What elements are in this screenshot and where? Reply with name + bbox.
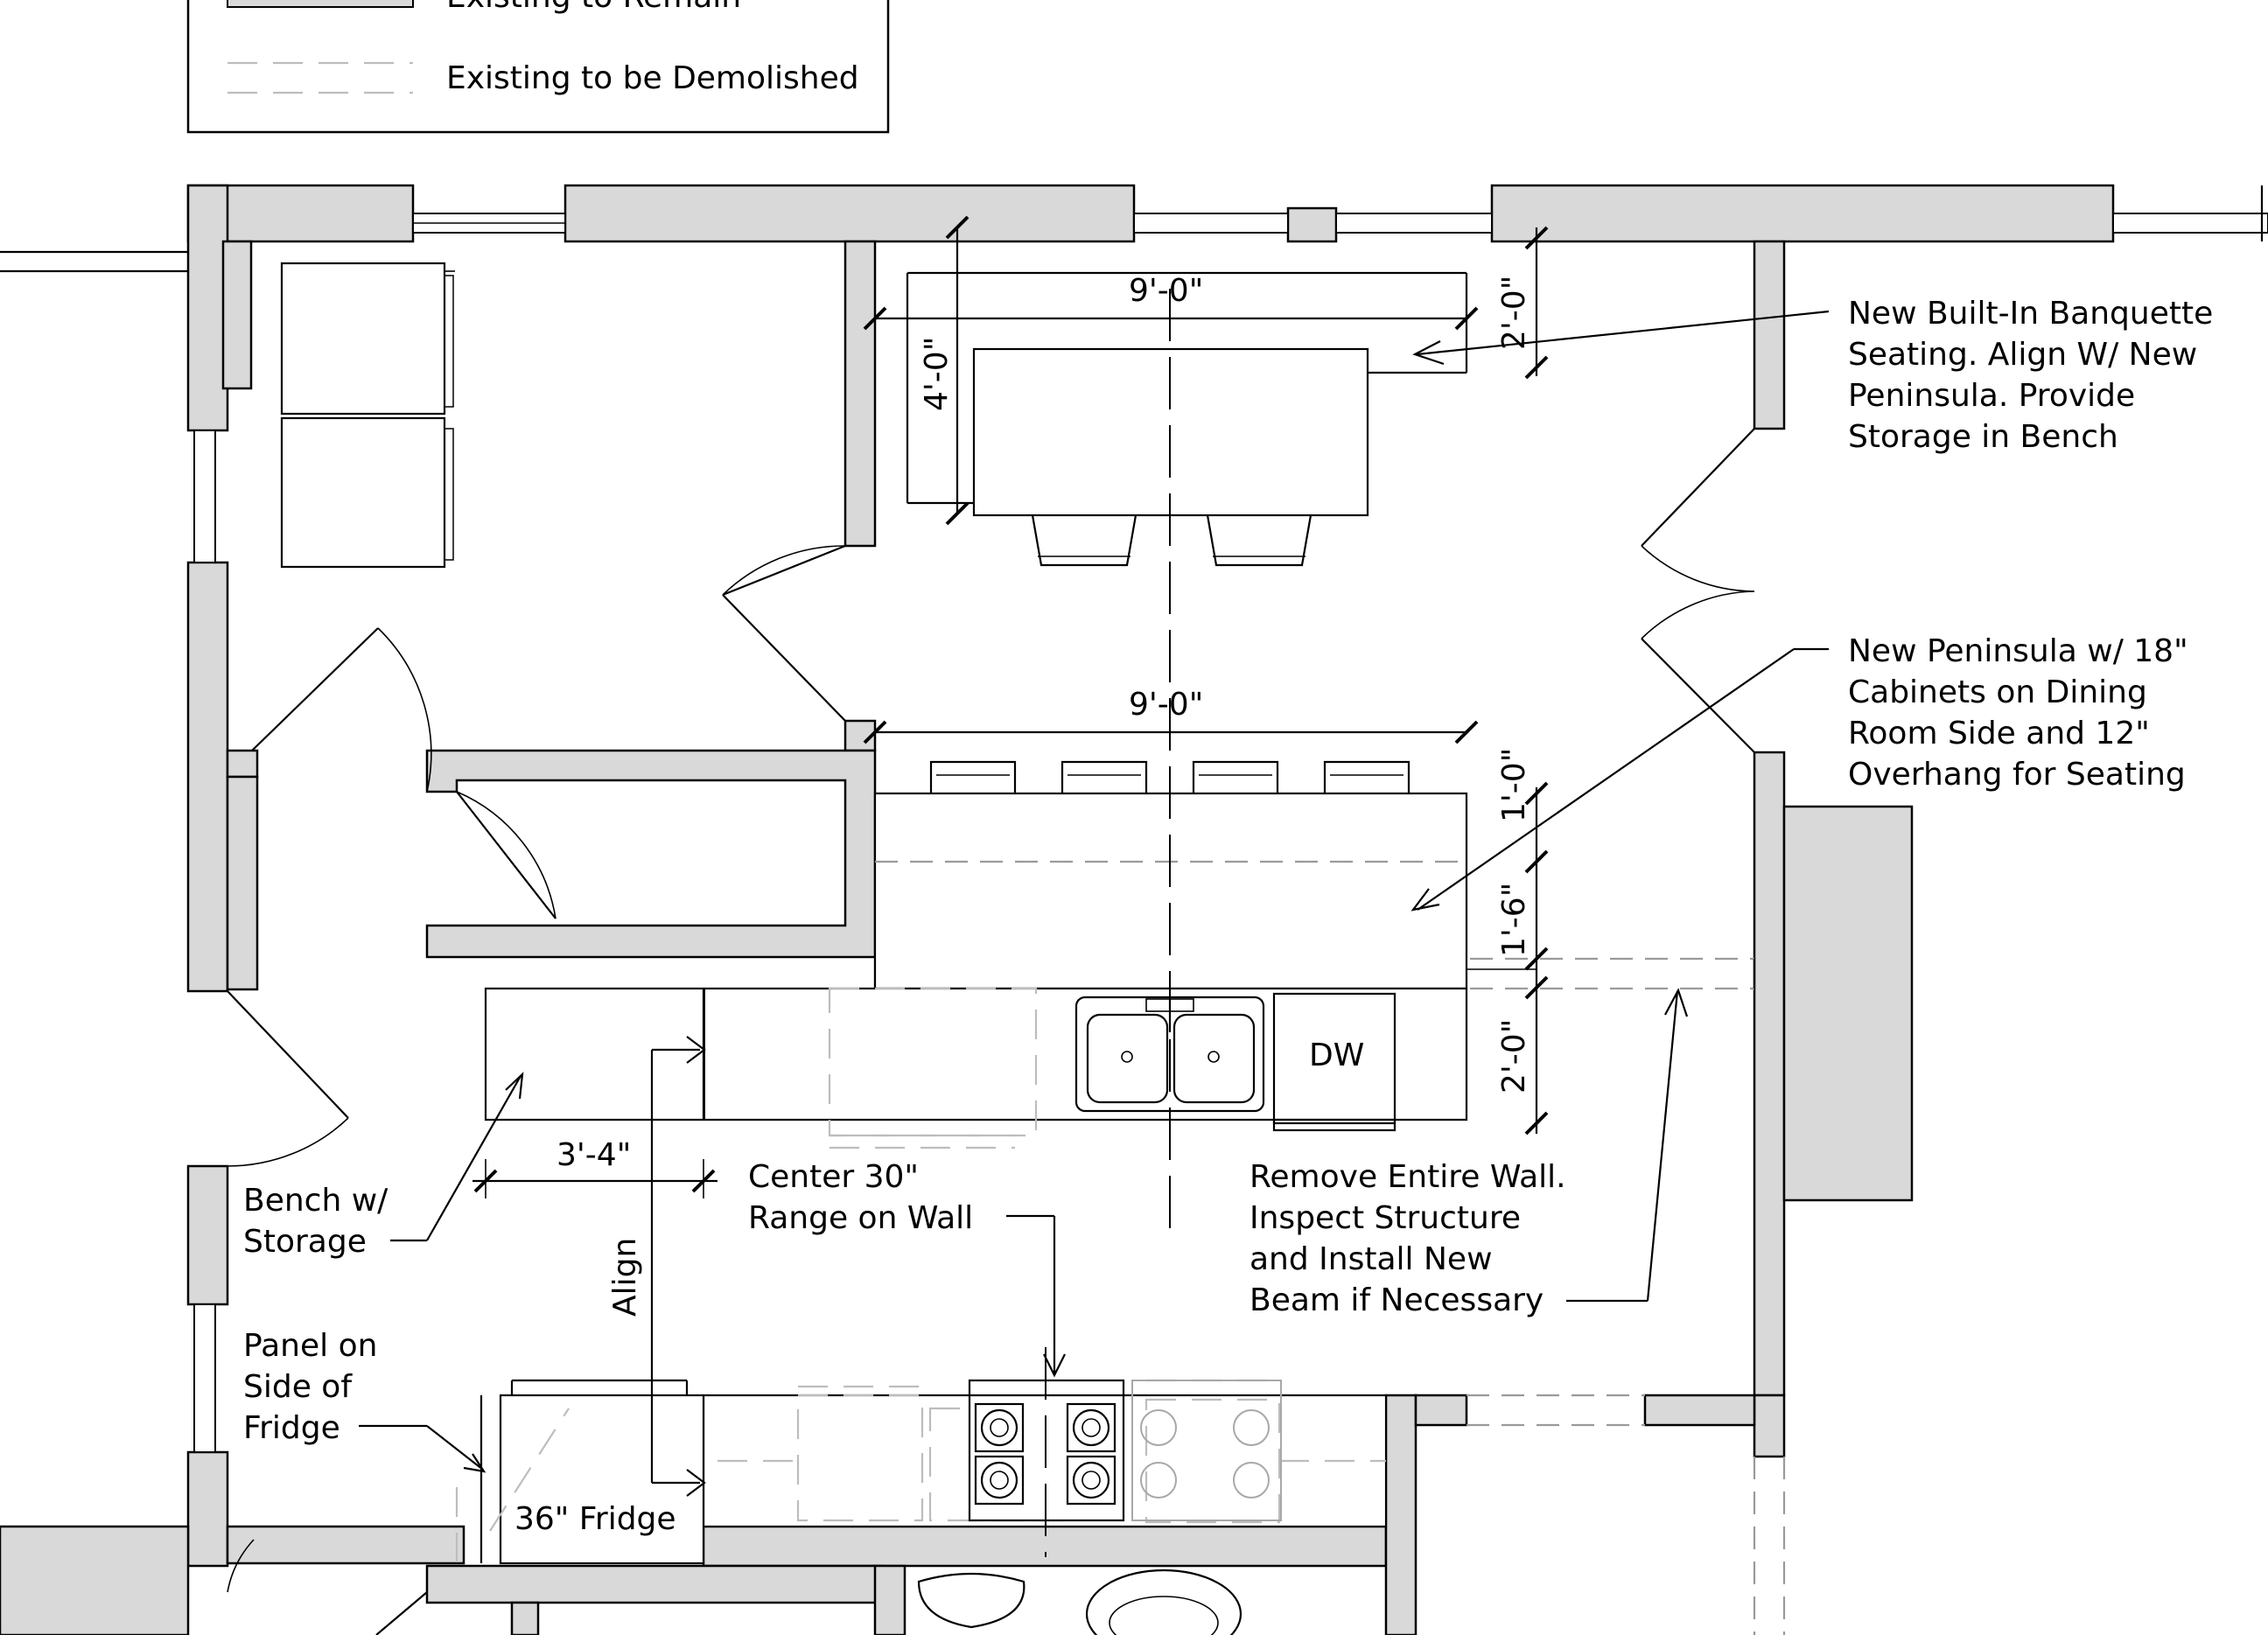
note-banquette-line: New Built-In Banquette <box>1848 296 2213 332</box>
note-remove-wall-line: and Install New <box>1250 1241 1493 1277</box>
center-lines <box>1045 289 1171 1557</box>
dim-cabinet-depth: 1'-6" <box>1496 883 1532 957</box>
dishwasher-label: DW <box>1309 1038 1364 1073</box>
sink-run: DW <box>484 987 1468 1149</box>
old-range <box>1131 1380 1282 1521</box>
peninsula <box>873 760 1468 990</box>
dim-banquette-width: 9'-0" <box>1129 273 1203 309</box>
note-peninsula-line: Cabinets on Dining <box>1848 674 2147 710</box>
note-bench: Bench w/ Storage <box>243 1183 388 1260</box>
legend-demolish-label: Existing to be Demolished <box>446 60 859 96</box>
note-peninsula-line: Room Side and 12" <box>1848 716 2150 751</box>
note-fridge-panel: Panel on Side of Fridge <box>243 1328 377 1446</box>
note-remove-wall: Remove Entire Wall. Inspect Structure an… <box>1250 1159 1566 1318</box>
note-range: Center 30" Range on Wall <box>748 1159 973 1236</box>
leaders <box>359 310 1830 1473</box>
note-bench-line: Storage <box>243 1224 367 1260</box>
bath-fixtures <box>917 1569 1242 1635</box>
note-fridge-panel-line: Fridge <box>243 1410 340 1446</box>
washer-dryer <box>280 262 455 569</box>
note-peninsula-line: New Peninsula w/ 18" <box>1848 633 2188 669</box>
note-remove-wall-line: Remove Entire Wall. <box>1250 1159 1566 1195</box>
banquette <box>906 271 1468 567</box>
walls <box>0 184 2268 1635</box>
fridge-label: 36" Fridge <box>514 1501 676 1537</box>
note-banquette: New Built-In Banquette Seating. Align W/… <box>1848 296 2213 455</box>
dim-banquette-depth: 4'-0" <box>919 337 955 411</box>
note-peninsula-line: Overhang for Seating <box>1848 757 2186 793</box>
dim-overhang: 1'-0" <box>1496 748 1532 822</box>
note-banquette-line: Seating. Align W/ New <box>1848 337 2197 373</box>
burner <box>974 1402 1116 1506</box>
legend: Existing to Remain Existing to be Demoli… <box>186 0 890 134</box>
dimensions: 9'-0" 4'-0" 2'-0" 9'-0" 1'-0" 1'-6" 2'-0… <box>472 215 1549 1497</box>
dim-peninsula-width: 9'-0" <box>1129 687 1203 723</box>
note-remove-wall-line: Beam if Necessary <box>1250 1282 1544 1318</box>
dim-bench-width: 3'-4" <box>556 1137 631 1173</box>
doors <box>227 428 1755 1635</box>
note-remove-wall-line: Inspect Structure <box>1250 1200 1521 1236</box>
note-fridge-panel-line: Panel on <box>243 1328 377 1364</box>
dim-counter-depth: 2'-0" <box>1496 1019 1532 1093</box>
note-range-line: Center 30" <box>748 1159 919 1195</box>
note-range-line: Range on Wall <box>748 1200 973 1236</box>
legend-remain-label: Existing to Remain <box>446 0 741 15</box>
note-banquette-line: Storage in Bench <box>1848 419 2118 455</box>
storage-bench <box>485 988 705 1121</box>
note-peninsula: New Peninsula w/ 18" Cabinets on Dining … <box>1848 633 2188 793</box>
note-banquette-line: Peninsula. Provide <box>1848 378 2135 414</box>
dim-banquette-bench: 2'-0" <box>1496 276 1532 350</box>
align-label: Align <box>607 1238 643 1317</box>
note-bench-line: Bench w/ <box>243 1183 388 1219</box>
note-fridge-panel-line: Side of <box>243 1369 353 1405</box>
